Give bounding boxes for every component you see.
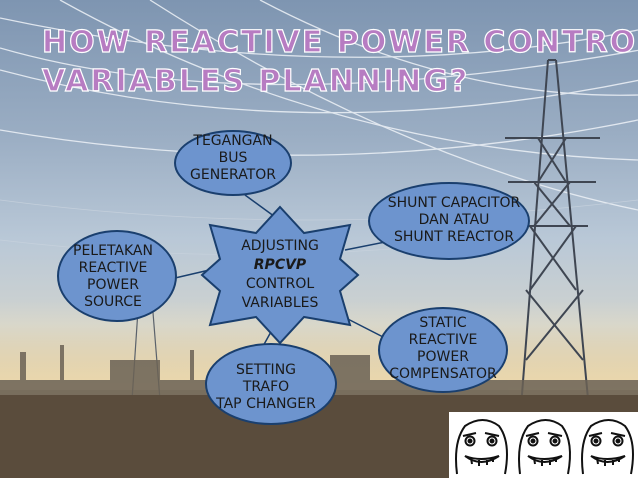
- trollface-meme-icon: [581, 419, 634, 475]
- bus-voltage-line-3: GENERATOR: [190, 167, 276, 183]
- node-tap-changer: [205, 343, 337, 425]
- bus-voltage-line-1: TEGANGAN: [193, 133, 273, 149]
- center-line-2: RPCVP: [253, 257, 307, 273]
- shunt-line-3: SHUNT REACTOR: [393, 229, 515, 245]
- node-placement: [57, 230, 177, 322]
- center-line-4: VARIABLES: [241, 295, 319, 311]
- trollface-meme-icon: [455, 419, 508, 475]
- center-line-3: CONTROL: [245, 276, 315, 292]
- static-comp-line-2: REACTIVE: [408, 332, 478, 348]
- node-bus-voltage-label: TEGANGAN BUS GENERATOR: [174, 133, 292, 184]
- tap-changer-line-2: TRAFO: [242, 379, 290, 395]
- tap-changer-line-3: TAP CHANGER: [216, 396, 316, 412]
- node-static-comp-label: STATIC REACTIVE POWER COMPENSATOR: [378, 315, 508, 383]
- node-bus-voltage: [174, 130, 292, 196]
- static-comp-line-4: COMPENSATOR: [389, 366, 497, 382]
- node-tap-changer-label: SETTING TRAFO TAP CHANGER: [205, 362, 327, 413]
- static-comp-line-3: POWER: [417, 349, 469, 365]
- center-label: ADJUSTING RPCVP CONTROL VARIABLES: [215, 237, 345, 313]
- placement-line-2: REACTIVE: [78, 260, 148, 276]
- meme-faces-image: [455, 419, 634, 475]
- placement-line-4: SOURCE: [84, 294, 142, 310]
- placement-line-1: PELETAKAN: [73, 243, 153, 259]
- node-shunt-label: SHUNT CAPACITOR DAN ATAU SHUNT REACTOR: [368, 195, 540, 246]
- node-static-comp: [378, 307, 508, 393]
- trollface-meme-icon: [518, 419, 571, 475]
- meme-faces-panel: [449, 412, 638, 478]
- slide-title-line-2: VARIABLES PLANNING?: [41, 63, 470, 99]
- shunt-line-2: DAN ATAU: [418, 212, 490, 228]
- shunt-line-1: SHUNT CAPACITOR: [387, 195, 521, 211]
- placement-line-3: POWER: [87, 277, 139, 293]
- static-comp-line-1: STATIC: [419, 315, 467, 331]
- slide-title-line-1: HOW REACTIVE POWER CONTROL: [41, 24, 638, 60]
- node-shunt: [368, 182, 530, 260]
- tap-changer-line-1: SETTING: [235, 362, 297, 378]
- node-placement-label: PELETAKAN REACTIVE POWER SOURCE: [57, 243, 169, 311]
- bus-voltage-line-2: BUS: [218, 150, 248, 166]
- center-line-1: ADJUSTING: [241, 238, 319, 254]
